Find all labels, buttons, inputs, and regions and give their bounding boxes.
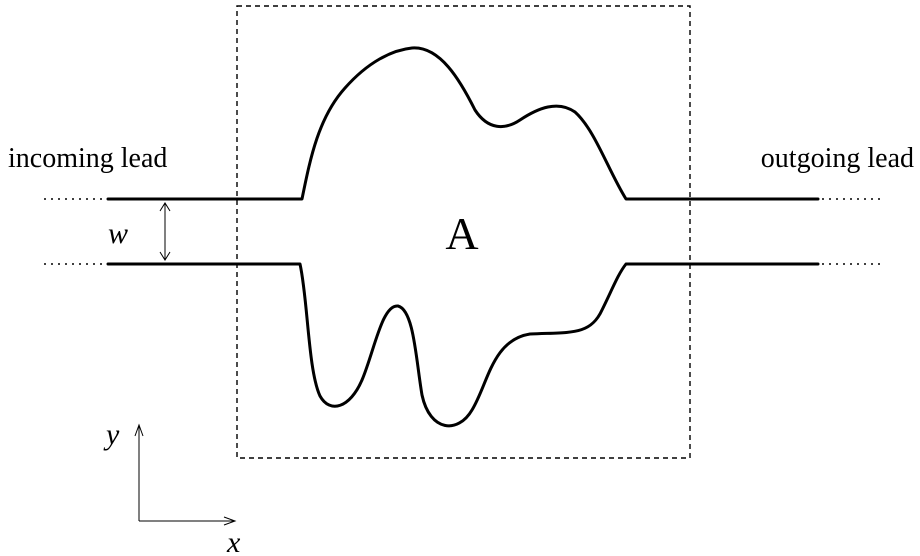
width-indicator xyxy=(159,202,171,261)
y-axis-arrowhead xyxy=(134,423,144,437)
y-axis-label: y xyxy=(103,418,120,451)
cavity-bottom-boundary xyxy=(106,262,820,428)
incoming-lead-label: incoming lead xyxy=(8,143,167,174)
coordinate-axes xyxy=(134,423,237,526)
outgoing-lead-label: outgoing lead xyxy=(761,143,914,174)
cavity-top-boundary xyxy=(106,46,820,201)
x-axis-label: x xyxy=(226,526,241,556)
width-label: w xyxy=(108,217,128,250)
dashed-region-boundary xyxy=(236,5,691,459)
x-axis-arrowhead xyxy=(223,516,237,526)
region-label: A xyxy=(445,208,478,259)
